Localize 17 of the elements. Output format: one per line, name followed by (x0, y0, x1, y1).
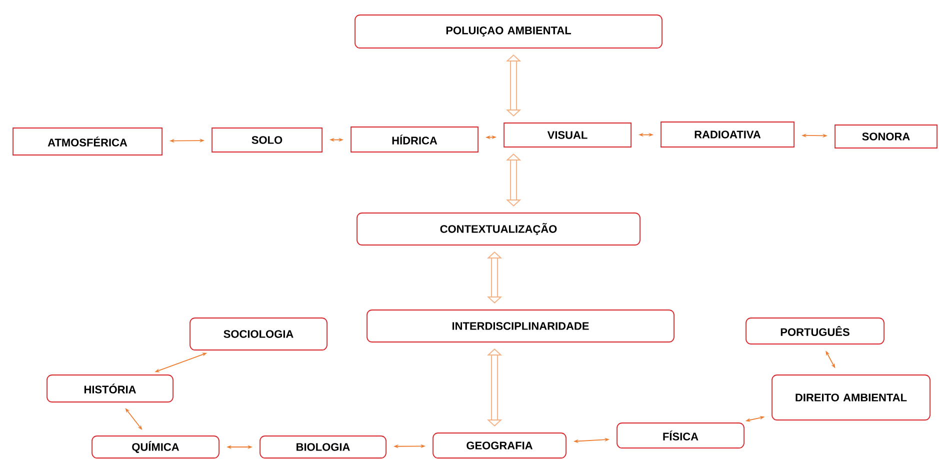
square-box: CONTEXTUALIZAÇÃO (356, 212, 640, 246)
square-box: SOCIOLOGIA (190, 318, 328, 350)
square-box: FÍSICA (616, 422, 744, 448)
square-box: QUÍMICA (92, 436, 220, 458)
square-box: POLUIÇAO AMBIENTAL (354, 14, 662, 48)
rounded-box: ATMOSFÉRICA (12, 128, 162, 156)
square-box: BIOLOGIA (260, 436, 386, 458)
rounded-box: VISUAL (504, 122, 632, 148)
rounded-box: SOLO (212, 128, 322, 152)
square-box: GEOGRAFIA (432, 432, 566, 458)
rounded-box: SONORA (834, 124, 938, 148)
square-box: HISTÓRIA (46, 374, 174, 402)
square-box: PORTUGUÊS (746, 318, 884, 344)
square-box: DIREITO AMBIENTAL (772, 374, 930, 420)
square-box: INTERDISCIPLINARIDADE (366, 310, 674, 342)
rounded-box: RADIOATIVA (660, 122, 794, 148)
rounded-box: HÍDRICA (350, 126, 478, 152)
